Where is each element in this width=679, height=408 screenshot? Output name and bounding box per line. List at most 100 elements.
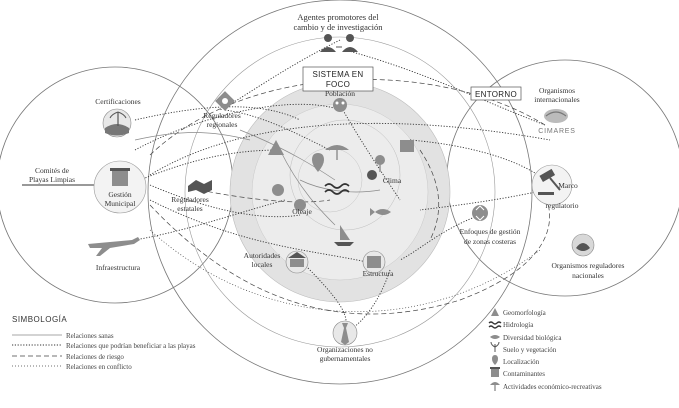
legend-rel-beneficiar: Relaciones que podrían beneficiar a las … — [66, 342, 196, 350]
org-nac-label-1: Organismos reguladores — [552, 261, 625, 270]
cimares-logo-icon — [544, 109, 568, 123]
node-poblacion: Población — [325, 89, 355, 112]
node-organismos-nacionales: Organismos reguladores nacionales — [552, 233, 625, 280]
plant-icon — [294, 199, 306, 211]
comites-label-1: Comités de — [35, 166, 70, 175]
airplane-icon — [88, 237, 140, 256]
reg-estatales-label-2: estatales — [177, 204, 202, 213]
node-infraestructura: Infraestructura — [88, 237, 141, 272]
structure-icon — [362, 250, 386, 274]
node-gestion-municipal: Gestión Municipal — [93, 160, 147, 214]
waves-legend-icon — [488, 321, 502, 329]
relations — [134, 39, 551, 331]
entorno-label: ENTORNO — [475, 90, 517, 99]
agentes-label-2: cambio y de investigación — [294, 22, 384, 32]
node-reguladores-regionales: Reguladores regionales — [203, 91, 241, 129]
node-reguladores-estatales: Reguladores estatales — [171, 180, 212, 213]
certificaciones-label: Certificaciones — [95, 97, 140, 106]
sistema-en-foco-box: SISTEMA EN FOCO — [302, 66, 374, 92]
trash-legend-icon — [490, 367, 500, 377]
sailboat-icon — [334, 225, 354, 246]
legend-rel-conflicto: Relaciones en conflicto — [66, 363, 132, 371]
legend-comp-contaminantes: Contaminantes — [503, 370, 545, 378]
clima-label: Clima — [383, 176, 402, 185]
geomorphology-icon — [491, 308, 499, 316]
agentes-label-1: Agentes promotores del — [297, 12, 379, 22]
sistema-label-2: FOCO — [326, 80, 350, 89]
legend-rel-sanas: Relaciones sanas — [66, 332, 114, 340]
population-icon — [333, 98, 347, 112]
mid-circle — [184, 36, 496, 348]
enfoques-label-2: de zonas costeras — [464, 237, 516, 246]
oleaje-label: Oleaje — [292, 207, 312, 216]
org-nac-label-2: nacionales — [572, 271, 604, 280]
node-enfoques: Enfoques de gestión de zonas costeras — [460, 205, 521, 246]
org-int-label-2: internacionales — [534, 95, 579, 104]
node-certificaciones: Certificaciones — [95, 97, 141, 138]
reg-regionales-label-2: regionales — [207, 120, 238, 129]
node-marco-regulatorio: Marco regulatorio — [531, 164, 579, 210]
gavel-icon — [538, 168, 561, 195]
reg-estatales-label-1: Reguladores — [171, 195, 209, 204]
legend-comp-localizacion: Localización — [503, 358, 540, 366]
legend-relations: SIMBOLOGÍA Relaciones sanas Relaciones q… — [12, 315, 196, 371]
legend-comp-geomorfologia: Geomorfología — [503, 309, 547, 317]
comites-label-2: Playas Limpias — [29, 175, 75, 184]
geomorphology-icon-a — [268, 140, 284, 155]
building-icon — [400, 140, 414, 152]
clima-icon — [367, 170, 377, 180]
location-pin-legend-icon — [492, 355, 498, 365]
fish-legend-icon — [490, 335, 500, 339]
people-icon — [320, 34, 358, 52]
government-building-icon — [285, 250, 309, 274]
legend-comp-diversidad: Diversidad biológica — [503, 334, 562, 342]
waves-icon — [324, 183, 350, 195]
node-estructura: Estructura — [362, 250, 394, 278]
gestion-label-2: Municipal — [105, 199, 136, 208]
estructura-label: Estructura — [363, 269, 394, 278]
outer-circle — [147, 0, 533, 385]
beach-certification-icon — [102, 108, 132, 138]
marco-label-2: regulatorio — [546, 201, 579, 210]
recycle-icon — [472, 205, 488, 221]
legend-title: SIMBOLOGÍA — [12, 315, 67, 324]
infraestructura-label: Infraestructura — [96, 263, 141, 272]
plant-legend-icon — [490, 341, 500, 352]
marco-label-1: Marco — [558, 181, 578, 190]
legend-comp-suelo: Suelo y vegetación — [503, 346, 557, 354]
enfoques-label-1: Enfoques de gestión — [460, 227, 521, 236]
autoridades-label-2: locales — [252, 260, 273, 269]
core-ring — [289, 119, 401, 231]
beach-umbrella-icon — [325, 145, 349, 160]
org-int-label-1: Organismos — [539, 86, 575, 95]
ong-label-2: gubernamentales — [320, 354, 371, 363]
location-pin-icon-a — [312, 153, 324, 172]
legend-components: Geomorfología Hidrología Diversidad biol… — [488, 308, 602, 391]
regional-regulator-icon — [215, 91, 235, 111]
focus-icons — [268, 140, 414, 246]
legend-comp-hidrologia: Hidrología — [503, 321, 534, 329]
municipal-building-icon — [110, 168, 130, 186]
tree-icon — [375, 155, 385, 172]
autoridades-label-1: Autoridades — [244, 251, 281, 260]
recycle-icon-a — [272, 184, 284, 196]
umbrella-legend-icon — [490, 382, 500, 391]
ong-label-1: Organizaciones no — [317, 345, 373, 354]
ngo-tie-icon — [341, 323, 349, 345]
mexico-seal-icon — [571, 233, 595, 257]
legend-rel-riesgo: Relaciones de riesgo — [66, 353, 124, 361]
gestion-label-1: Gestión — [108, 190, 132, 199]
cimares-label: CIMARES — [538, 128, 576, 135]
fish-icon — [370, 208, 391, 216]
entorno-box: ENTORNO — [470, 86, 522, 101]
legend-comp-actividades: Actividades económico-recreativas — [503, 383, 602, 391]
node-comites: Comités de Playas Limpias — [22, 166, 104, 186]
node-agentes: Agentes promotores del cambio y de inves… — [294, 12, 384, 52]
handshake-icon — [188, 180, 212, 194]
node-autoridades: Autoridades locales — [244, 250, 309, 274]
sistema-label-1: SISTEMA EN — [312, 70, 363, 79]
node-ong: Organizaciones no gubernamentales — [317, 320, 373, 363]
node-organismos-internacionales: Organismos internacionales CIMARES — [534, 86, 579, 135]
poblacion-label: Población — [325, 89, 355, 98]
